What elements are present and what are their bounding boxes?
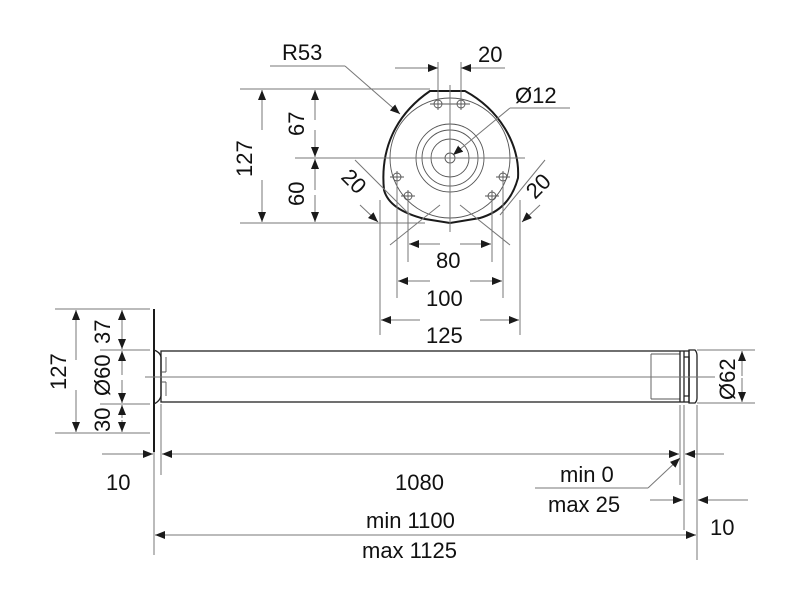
dim-offset-right: 20: [521, 169, 556, 204]
dim-tube-length: 1080: [395, 470, 444, 495]
side-view: 127 37 Ø60 30 Ø62 10 1080 min 0 max 25 1…: [46, 308, 755, 563]
dim-upper-height: 67: [284, 112, 309, 136]
dim-width-inner: 80: [436, 248, 460, 273]
dim-foot-length: 10: [710, 515, 734, 540]
dim-lower-height: 60: [284, 182, 309, 206]
dim-side-plate-height: 127: [46, 353, 71, 390]
dim-adjust-min: min 0: [560, 462, 614, 487]
dim-plate-thickness: 10: [106, 470, 130, 495]
dim-tube-diameter: Ø60: [90, 354, 115, 396]
dim-total-max: max 1125: [362, 538, 457, 563]
dim-total-min: min 1100: [366, 508, 455, 533]
dim-top-hole-spacing: 20: [478, 42, 502, 67]
plate-outline: [382, 90, 520, 225]
adjustable-foot: [688, 349, 698, 404]
dim-radius: R53: [282, 40, 322, 65]
dim-adjust-max: max 25: [548, 492, 620, 517]
dim-lower-offset: 30: [90, 408, 115, 432]
dim-plate-height: 127: [232, 140, 257, 177]
dim-width-outer: 125: [426, 323, 463, 348]
dim-width-mid: 100: [426, 286, 463, 311]
dim-center-hole: Ø12: [515, 83, 557, 108]
dim-offset-left: 20: [336, 164, 371, 199]
top-view: 20 R53 Ø12 127 67 60 20 20 80 100: [232, 40, 570, 348]
dim-end-diameter: Ø62: [715, 358, 740, 400]
dim-upper-offset: 37: [90, 320, 115, 344]
